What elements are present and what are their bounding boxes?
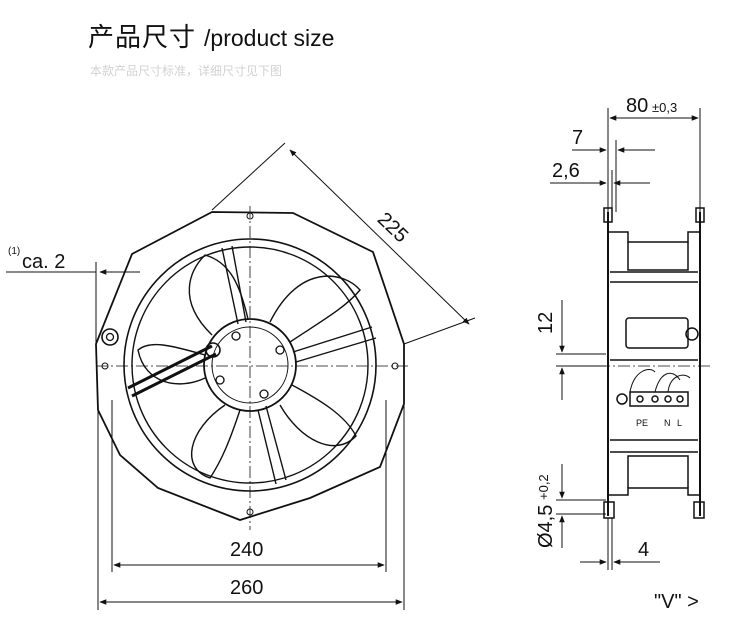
dim-80-tolerance: ±0,3 [652,100,677,115]
page-title: 产品尺寸/product size [88,22,334,54]
fan-blade [188,254,249,336]
fan-blade [279,384,357,447]
dim-12 [556,300,606,400]
dim-hole-tolerance: +0,2 [536,474,551,500]
mounting-lug [101,328,119,346]
subtitle: 本款产品尺寸标准，详细尺寸见下图 [90,64,283,78]
dim-width [97,400,405,610]
title-english: /product size [204,25,335,51]
dim-80 [607,108,701,212]
dim-80-label: 80 [626,95,648,117]
capacitor [625,317,689,349]
dim-hole-label: Ø4,5 [535,505,557,548]
title-chinese: 产品尺寸 [88,23,197,53]
dim-240-label: 240 [230,539,263,561]
dim-7 [572,140,655,212]
dim-2-6 [550,170,650,212]
dim-2-6-label: 2,6 [552,160,580,182]
fan-blade [137,343,206,385]
dim-225-label: 225 [373,208,412,247]
view-label: "V" > [654,591,699,613]
strut [292,326,377,363]
cable-channel [127,344,217,398]
ca-label: ca. 2 [22,251,65,273]
front-view [95,206,410,530]
terminal-block [629,391,689,407]
terminal-n: N [664,418,671,428]
strut [221,245,247,325]
fan-blade [191,404,241,479]
dim-4-label: 4 [638,539,649,561]
side-view [598,207,712,519]
terminal-pe: PE [636,418,648,428]
strut [257,405,287,485]
terminal-labels: PE N L [636,418,682,428]
housing-outline [95,211,405,521]
terminal-l: L [677,418,682,428]
dim-12-label: 12 [535,312,557,334]
ca-note-mark: (1) [8,246,20,257]
dim-225 [211,142,476,345]
dim-7-label: 7 [572,127,583,149]
dim-260-label: 260 [230,577,263,599]
dim-4 [580,518,660,570]
fan-blade [269,275,361,343]
dim-ca2 [6,262,140,345]
dim-hole [556,464,606,548]
